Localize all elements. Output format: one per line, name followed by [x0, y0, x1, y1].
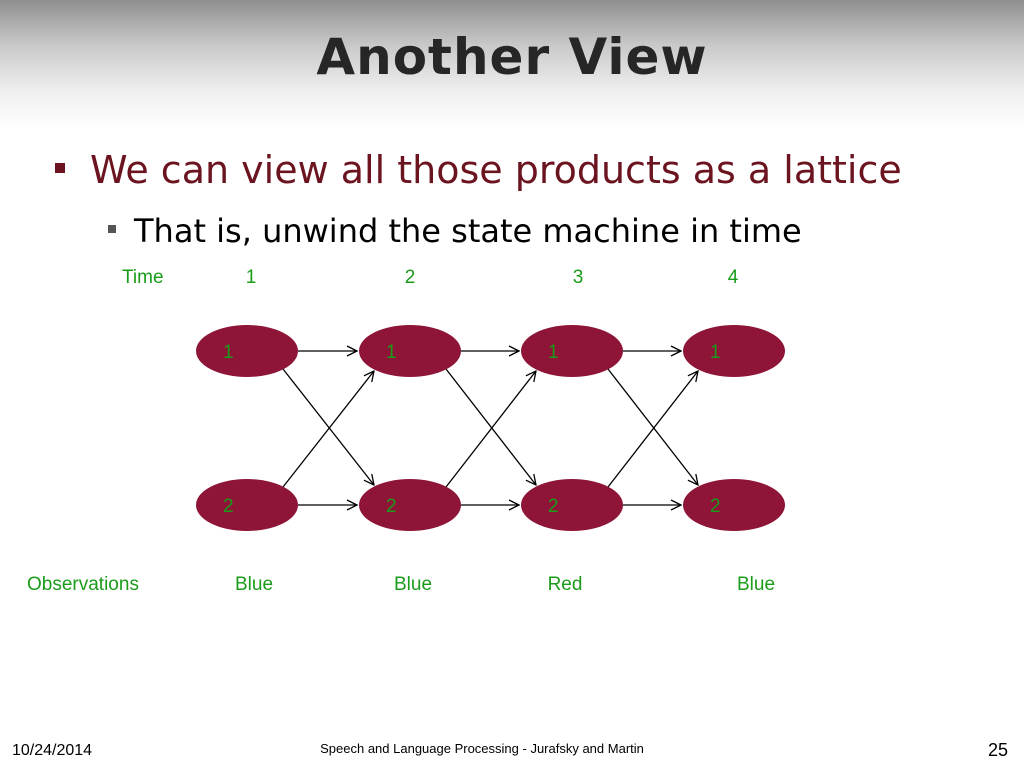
observation-label: Blue	[394, 574, 432, 595]
edges-layer	[282, 351, 698, 505]
edge-arrow	[445, 371, 536, 488]
bullet-level2: That is, unwind the state machine in tim…	[108, 212, 802, 250]
state-node-label: 2	[223, 496, 234, 517]
time-step-label: 1	[246, 267, 257, 288]
observations-label: Observations	[27, 574, 139, 595]
nodes-layer	[196, 325, 785, 531]
edge-arrow	[282, 368, 374, 485]
time-label: Time	[122, 267, 164, 288]
edge-arrow	[607, 371, 698, 488]
state-node-label: 1	[223, 342, 234, 363]
observation-label: Blue	[737, 574, 775, 595]
state-node-label: 2	[710, 496, 721, 517]
square-bullet-icon	[55, 163, 65, 173]
state-node	[359, 325, 461, 377]
page-number: 25	[987, 740, 1008, 760]
time-step-label: 4	[728, 267, 739, 288]
title-band	[0, 0, 1024, 130]
state-node	[196, 325, 298, 377]
state-node	[196, 479, 298, 531]
square-bullet-icon	[108, 225, 116, 233]
state-node	[683, 479, 785, 531]
state-node-label: 1	[548, 342, 559, 363]
state-node	[521, 479, 623, 531]
state-node-label: 2	[548, 496, 559, 517]
edge-arrow	[282, 371, 374, 488]
edge-arrow	[607, 368, 698, 485]
bullet-level1-text: We can view all those products as a latt…	[90, 148, 902, 192]
footer-date: 10/24/2014	[12, 742, 93, 759]
bullet-level2-text: That is, unwind the state machine in tim…	[134, 212, 802, 250]
bullet-level1: We can view all those products as a latt…	[55, 148, 902, 192]
time-step-label: 2	[405, 267, 416, 288]
observation-label: Red	[548, 574, 583, 595]
state-node	[359, 479, 461, 531]
state-node-label: 1	[710, 342, 721, 363]
observation-label: Blue	[235, 574, 273, 595]
state-node-label: 2	[386, 496, 397, 517]
state-node	[683, 325, 785, 377]
state-node-label: 1	[386, 342, 397, 363]
time-step-label: 3	[573, 267, 584, 288]
slide-title: Another View	[316, 28, 708, 86]
footer-credit: Speech and Language Processing - Jurafsk…	[320, 741, 644, 756]
state-node	[521, 325, 623, 377]
edge-arrow	[445, 368, 536, 485]
